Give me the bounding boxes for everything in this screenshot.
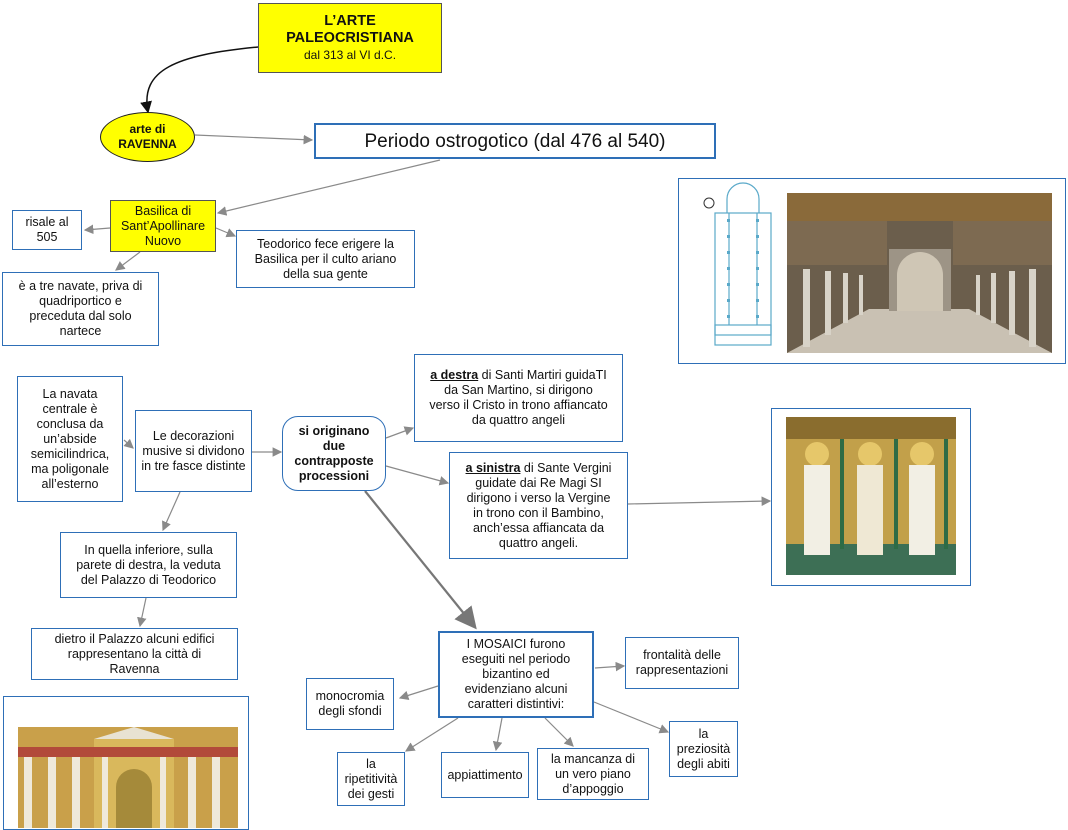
destra-key: a destra [430,368,479,382]
mancanza-line3: d’appoggio [562,781,624,796]
risale-box: risale al 505 [12,210,82,250]
navata-line7: all’esterno [41,476,99,491]
frontalita-line1: frontalità delle [643,648,721,662]
appiattimento-box: appiattimento [441,752,529,798]
processioni-line4: processioni [298,468,370,483]
periodo-box: Periodo ostrogotico (dal 476 al 540) [314,123,716,159]
teodorico-line3: della sua gente [283,266,368,281]
navate-line3: preceduta dal solo [29,309,132,323]
mancanza-line1: la mancanza di [550,751,636,766]
navata-line4: un’abside [43,431,97,446]
basilica-box: Basilica di Sant’Apollinare Nuovo [110,200,216,252]
ravenna-line1: arte di [129,122,166,136]
palace-mosaic-image [18,727,238,828]
mancanza-box: la mancanza di un vero piano d’appoggio [537,748,649,800]
destra-line2: da San Martino, si dirigono [444,383,593,397]
mosaici-box: I MOSAICI furono eseguiti nel periodo bi… [438,631,594,718]
preziosita-line3: degli abiti [677,756,730,771]
ripetitivita-line1: la [366,756,376,771]
title-box: L’ARTE PALEOCRISTIANA dal 313 al VI d.C. [258,3,442,73]
navata-box: La navata centrale è conclusa da un’absi… [17,376,123,502]
frontalita-line2: rappresentazioni [635,663,729,677]
navate-line2: quadriportico e [39,294,122,308]
mosaici-line4: evidenziano alcuni [464,682,568,696]
teodorico-line2: Basilica per il culto ariano [254,251,397,266]
mosaici-line3: bizantino ed [482,667,550,681]
dietro-line2: rappresentano la città di [67,646,202,661]
ripetitivita-box: la ripetitività dei gesti [337,752,405,806]
monocromia-box: monocromia degli sfondi [306,678,394,730]
destra-line3: verso il Cristo in trono affiancato [429,398,608,412]
sinistra-line3: dirigono i verso la Vergine [466,490,611,505]
navata-line6: ma poligonale [31,461,109,476]
monocromia-line1: monocromia [315,689,385,703]
destra-line4: da quattro angeli [471,413,566,427]
teodorico-line1: Teodorico fece erigere la [257,236,394,251]
navate-line1: è a tre navate, priva di [18,279,143,293]
sinistra-line6: quattro angeli. [498,535,579,550]
sinistra-line4: in trono con il Bambino, [473,505,604,520]
monocromia-line2: degli sfondi [318,704,382,718]
appiattimento-text: appiattimento [447,767,523,782]
decorazioni-box: Le decorazioni musive si dividono in tre… [135,410,252,492]
inferiore-line2: parete di destra, la veduta [76,557,221,572]
inferiore-line1: In quella inferiore, sulla [84,542,213,557]
basilica-floorplan-and-interior-image [703,182,1052,353]
navate-line4: nartece [59,324,102,338]
ravenna-line2: RAVENNA [118,137,177,151]
title-subtitle: dal 313 al VI d.C. [303,47,397,62]
navata-line5: semicilindrica, [30,446,110,461]
basilica-line1: Basilica di [134,203,192,218]
palace-mosaic-photo-frame [3,696,249,830]
destra-line1: di Santi Martiri guidaTI [478,368,607,382]
basilica-interior-photo-frame [678,178,1066,364]
ripetitivita-line3: dei gesti [347,786,395,801]
title-line1: L’ARTE [324,12,376,29]
processioni-line2: due [322,438,346,453]
frontalita-box: frontalità delle rappresentazioni [625,637,739,689]
processioni-box: si originano due contrapposte procession… [282,416,386,491]
dietro-line1: dietro il Palazzo alcuni edifici [54,631,215,646]
title-line2: PALEOCRISTIANA [286,29,414,46]
risale-line2: 505 [36,230,58,244]
navata-line2: centrale è [42,401,98,416]
mosaici-line2: eseguiti nel periodo [461,652,571,666]
dietro-box: dietro il Palazzo alcuni edifici rappres… [31,628,238,680]
navata-line3: conclusa da [36,416,104,431]
basilica-line3: Nuovo [144,233,182,248]
preziosita-line1: la [698,726,709,741]
preziosita-box: la preziosità degli abiti [669,721,738,777]
destra-box: a destra di Santi Martiri guidaTI da San… [414,354,623,442]
processioni-line3: contrapposte [294,453,374,468]
sinistra-line1: di Sante Vergini [520,460,612,475]
ripetitivita-line2: ripetitività [344,771,398,786]
sinistra-line2: guidate dai Re Magi SI [475,475,602,490]
inferiore-line3: del Palazzo di Teodorico [80,572,217,587]
dietro-line3: Ravenna [109,661,160,676]
inferiore-box: In quella inferiore, sulla parete di des… [60,532,237,598]
periodo-text: Periodo ostrogotico (dal 476 al 540) [364,130,666,152]
basilica-line2: Sant’Apollinare [120,218,206,233]
virgins-mosaic-image [786,417,956,575]
mancanza-line2: un vero piano [555,766,631,781]
sinistra-line5: anch’essa affiancata da [472,520,605,535]
mosaici-line5: caratteri distintivi: [467,697,565,711]
sinistra-box: a sinistra di Sante Vergini guidate dai … [449,452,628,559]
sinistra-key: a sinistra [465,460,521,475]
mosaici-line1: I MOSAICI furono [466,637,566,651]
decorazioni-line1: Le decorazioni [152,428,235,443]
risale-line1: risale al [25,215,69,229]
virgins-mosaic-photo-frame [771,408,971,586]
teodorico-box: Teodorico fece erigere la Basilica per i… [236,230,415,288]
decorazioni-line2: musive si dividono [142,443,245,458]
processioni-line1: si originano [298,423,370,438]
preziosita-line2: preziosità [676,741,731,756]
navate-box: è a tre navate, priva di quadriportico e… [2,272,159,346]
navata-line1: La navata [42,386,98,401]
decorazioni-line3: in tre fasce distinte [141,458,246,473]
ravenna-ellipse: arte di RAVENNA [100,112,195,162]
